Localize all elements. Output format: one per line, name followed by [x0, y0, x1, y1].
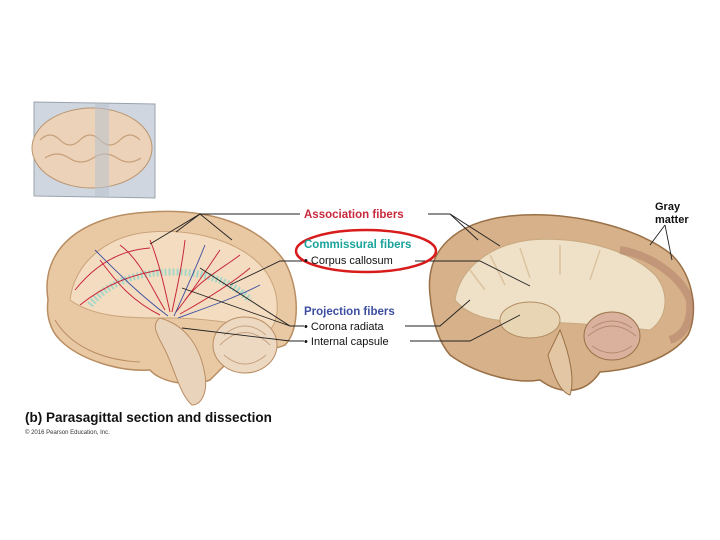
label-association-fibers: Association fibers	[304, 209, 404, 221]
label-corona-radiata: • Corona radiata	[304, 321, 385, 333]
dissection-photo	[429, 215, 693, 395]
label-gray-matter-line1: Gray	[655, 201, 681, 213]
label-commissural-fibers: Commissural fibers	[304, 239, 411, 251]
figure-caption: (b) Parasagittal section and dissection	[25, 410, 272, 425]
copyright-credit: © 2016 Pearson Education, Inc.	[25, 430, 110, 436]
label-gray-matter-line2: matter	[655, 214, 689, 226]
label-internal-capsule: • Internal capsule	[304, 336, 389, 348]
parasagittal-illustration	[47, 211, 296, 405]
label-corpus-callosum: • Corpus callosum	[304, 255, 393, 267]
orientation-inset	[32, 102, 155, 198]
label-projection-fibers: Projection fibers	[304, 306, 395, 318]
